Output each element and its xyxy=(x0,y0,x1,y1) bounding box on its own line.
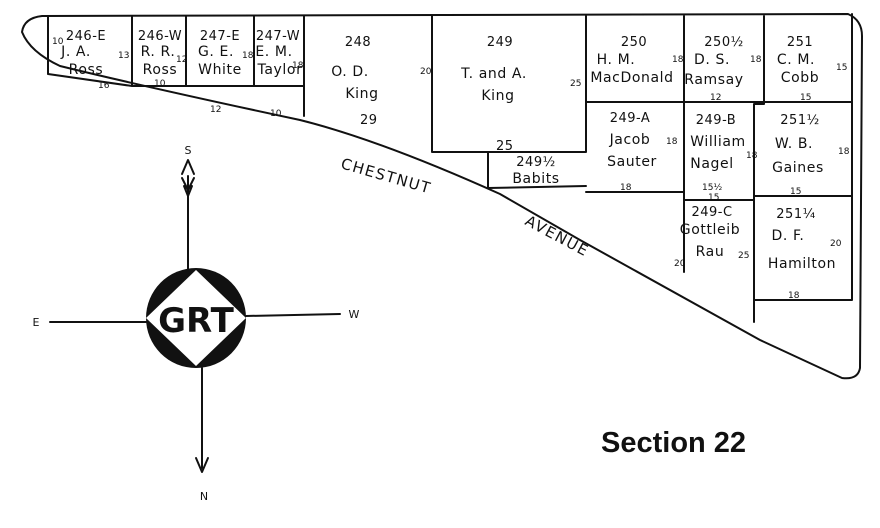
street-name-part2: AVENUE xyxy=(522,212,592,261)
dimension-label: 15 xyxy=(708,193,719,203)
lot-owner: Nagel xyxy=(690,156,733,172)
lot-number: 247-W xyxy=(256,29,300,44)
lot-248-lines xyxy=(303,15,433,127)
lot-owner: MacDonald xyxy=(590,70,673,86)
lot-number: 246-E xyxy=(66,29,106,44)
lot-owner: Hamilton xyxy=(768,256,836,272)
dimension-label: 20 xyxy=(420,67,432,77)
lot-owner: E. M. xyxy=(255,44,292,60)
lot-owner: Jacob xyxy=(609,132,651,148)
lot-owner: Gaines xyxy=(772,160,824,176)
dimension-label: 12 xyxy=(710,93,721,103)
dimension-label: 15 xyxy=(800,93,811,103)
lot-dimensions: 10 13 16 12 10 18 12 18 10 20 29 25 25 1… xyxy=(52,37,850,301)
dimension-label: 29 xyxy=(360,113,378,128)
lot-owner: C. M. xyxy=(777,52,815,68)
lot-owner: King xyxy=(481,88,514,104)
dimension-label: 15 xyxy=(836,63,847,73)
lot-number: 249½ xyxy=(516,155,555,170)
street-name-part1: CHESTNUT xyxy=(339,155,434,198)
lot-owner: T. and A. xyxy=(460,66,527,82)
lot-owner: Ramsay xyxy=(684,72,743,88)
dimension-label: 18 xyxy=(672,55,684,65)
compass-south-label: S xyxy=(185,144,192,157)
section-title: Section 22 xyxy=(601,427,747,459)
compass-monogram: GRT xyxy=(158,301,235,341)
lot-owner: D. S. xyxy=(694,52,730,68)
lot-owner: J. A. xyxy=(60,44,91,60)
lot-number: 249-B xyxy=(696,113,736,128)
lot-number: 248 xyxy=(345,35,371,50)
dimension-label: 18 xyxy=(746,151,758,161)
dimension-label: 18 xyxy=(292,61,304,71)
lot-labels: 246-E J. A. Ross 246-W R. R. Ross 247-E … xyxy=(60,29,836,272)
lot-number: 250½ xyxy=(704,35,743,50)
dimension-label: 18 xyxy=(666,137,678,147)
dimension-label: 10 xyxy=(52,37,64,47)
lot-owner: Sauter xyxy=(607,154,657,170)
lot-number: 251¼ xyxy=(776,207,815,222)
lot-number: 251 xyxy=(787,35,813,50)
lot-number: 247-E xyxy=(200,29,240,44)
south-arrow-feathers xyxy=(181,159,195,197)
dimension-label: 12 xyxy=(210,105,221,115)
section-boundary xyxy=(21,13,863,380)
dimension-label: 18 xyxy=(838,147,850,157)
lot-owner: Ross xyxy=(69,62,104,78)
dimension-label: 25 xyxy=(570,79,581,89)
dimension-label: 15 xyxy=(790,187,801,197)
lot-owner: D. F. xyxy=(772,228,805,244)
compass-west-label: W xyxy=(349,308,360,321)
lot-owner: Ross xyxy=(143,62,178,78)
dimension-label: 15½ xyxy=(702,183,722,193)
lot-owner: Babits xyxy=(512,171,559,187)
dimension-label: 10 xyxy=(270,109,282,119)
lot-owner: William xyxy=(690,134,746,150)
compass-east-label: E xyxy=(33,316,40,329)
lot-number: 251½ xyxy=(780,113,819,128)
dimension-label: 20 xyxy=(674,259,686,269)
dimension-label: 18 xyxy=(750,55,762,65)
lot-owner: Gottleib xyxy=(680,222,740,238)
lot-owner: King xyxy=(345,86,378,102)
lot-number: 249-C xyxy=(691,205,732,220)
lot-number: 246-W xyxy=(138,29,182,44)
lot-owner: Taylor xyxy=(257,62,303,78)
lot-owner: R. R. xyxy=(141,44,176,60)
north-arrow-head xyxy=(195,457,209,473)
lot-number: 250 xyxy=(621,35,647,50)
lot-owner: Rau xyxy=(696,244,725,260)
lot-owner: W. B. xyxy=(775,136,813,152)
dimension-label: 16 xyxy=(98,81,110,91)
dimension-label: 20 xyxy=(830,239,842,249)
dimension-label: 13 xyxy=(118,51,129,61)
dimension-label: 25 xyxy=(496,139,514,154)
lot-owner: H. M. xyxy=(597,52,636,68)
compass-west-arm xyxy=(245,313,341,317)
lot-owner: White xyxy=(198,62,242,78)
lot-owner: O. D. xyxy=(331,64,369,80)
dimension-label: 10 xyxy=(154,79,166,89)
lot-249-lines xyxy=(431,15,587,153)
lot-babits-lines xyxy=(487,151,587,189)
compass-north-label: N xyxy=(200,490,208,503)
lot-owner: G. E. xyxy=(198,44,234,60)
dimension-label: 25 xyxy=(738,251,749,261)
lot-number: 249 xyxy=(487,35,513,50)
dimension-label: 18 xyxy=(620,183,632,193)
dimension-label: 12 xyxy=(176,55,187,65)
lot-lines-west xyxy=(47,15,305,87)
dimension-label: 18 xyxy=(788,291,800,301)
compass-rose: GRT xyxy=(146,268,246,368)
lot-lines-east xyxy=(585,13,853,323)
lot-owner: Cobb xyxy=(781,70,820,86)
dimension-label: 18 xyxy=(242,51,254,61)
lot-number: 249-A xyxy=(610,111,651,126)
